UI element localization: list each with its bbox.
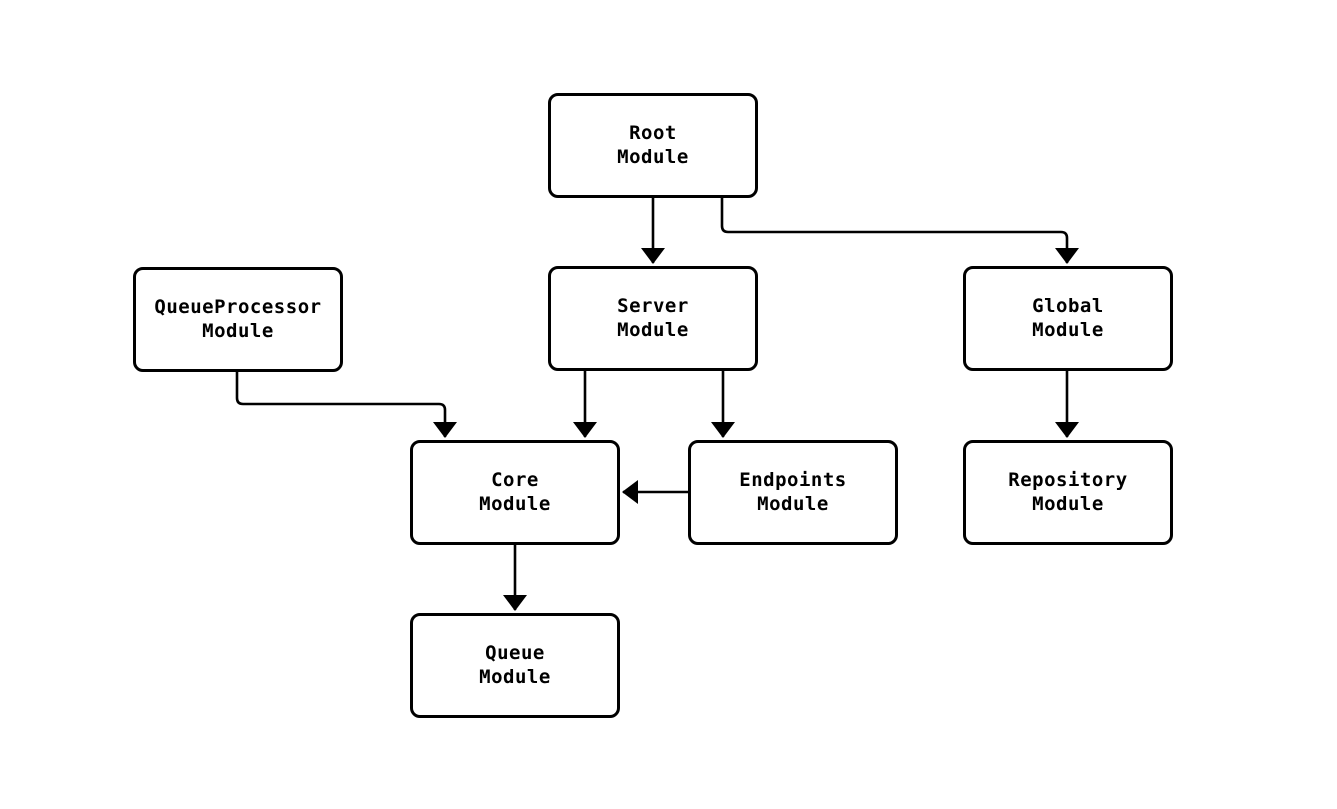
edge-root-to-global	[720, 198, 1079, 264]
node-repository-module: Repository Module	[963, 440, 1173, 545]
node-root-module-label: Root Module	[617, 121, 689, 168]
node-global-module-label: Global Module	[1032, 294, 1104, 341]
node-endpoints-module: Endpoints Module	[688, 440, 898, 545]
node-queue-module-label: Queue Module	[479, 641, 551, 688]
node-global-module: Global Module	[963, 266, 1173, 371]
node-endpoints-module-label: Endpoints Module	[739, 468, 847, 515]
node-queueprocessor-module: QueueProcessor Module	[133, 267, 343, 372]
node-core-module-label: Core Module	[479, 468, 551, 515]
node-queueprocessor-module-label: QueueProcessor Module	[154, 295, 322, 342]
node-repository-module-label: Repository Module	[1008, 468, 1128, 515]
node-server-module-label: Server Module	[617, 294, 689, 341]
node-root-module: Root Module	[548, 93, 758, 198]
node-queue-module: Queue Module	[410, 613, 620, 718]
node-core-module: Core Module	[410, 440, 620, 545]
node-server-module: Server Module	[548, 266, 758, 371]
edge-queueprocessor-to-core	[235, 372, 457, 438]
